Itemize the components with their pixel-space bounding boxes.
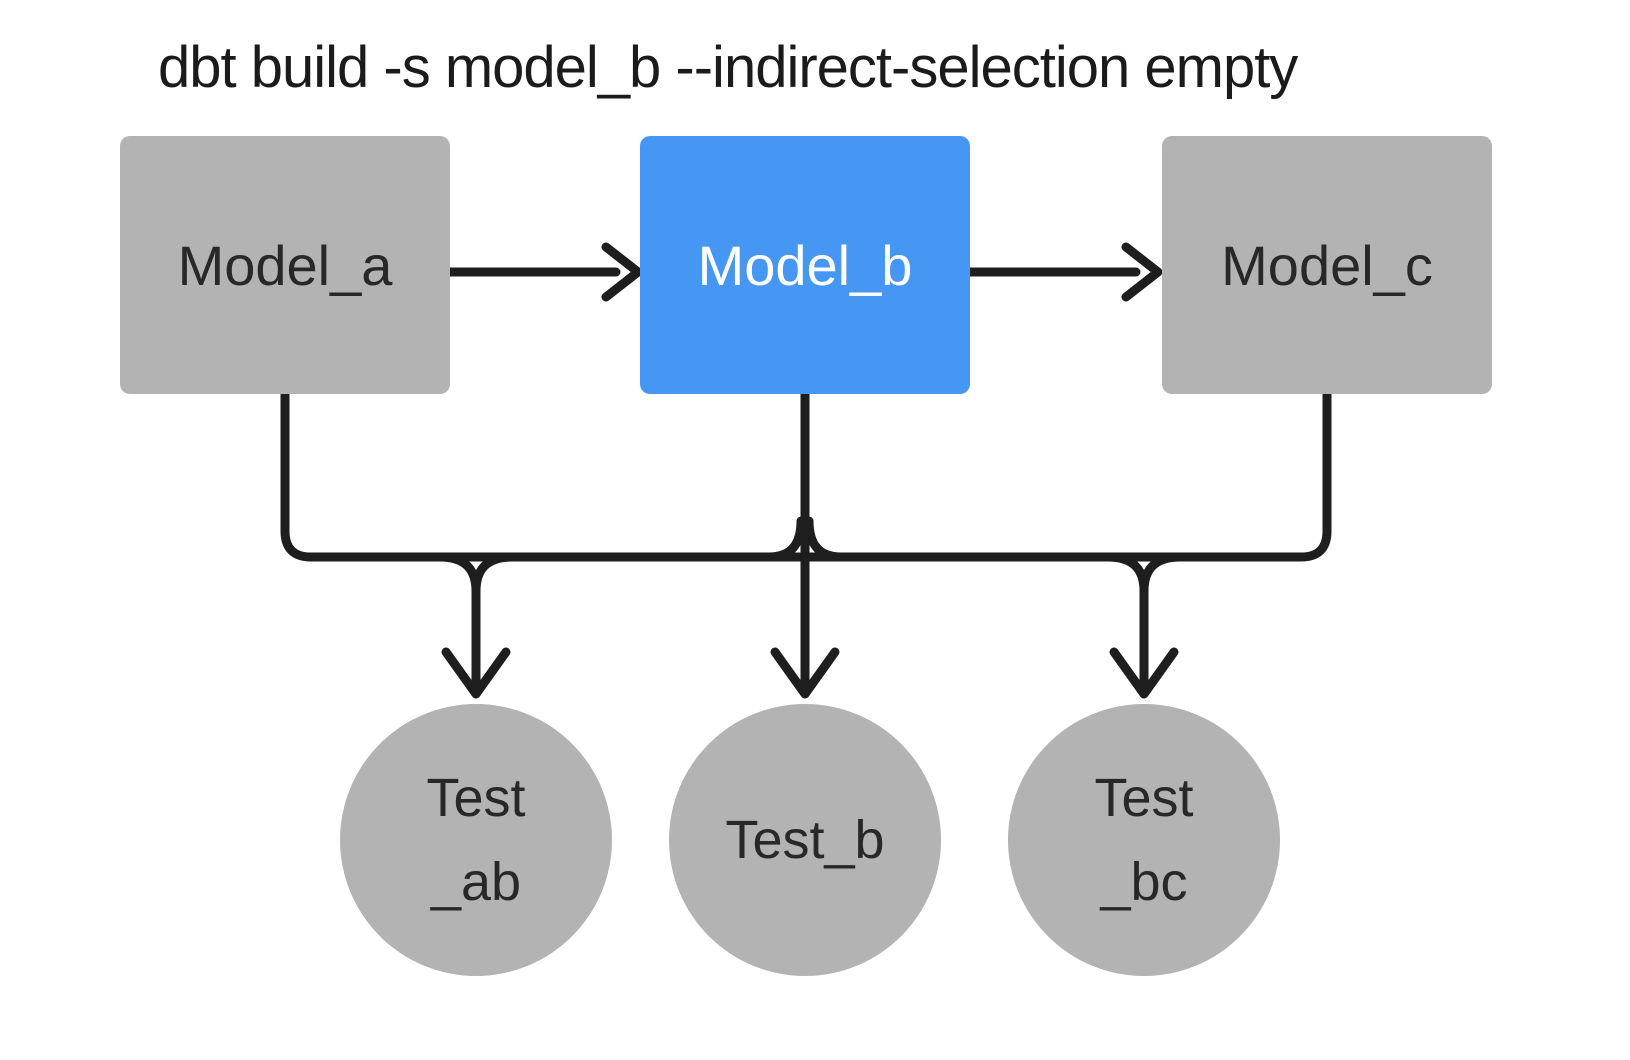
node-model-c-label: Model_c <box>1221 233 1433 297</box>
node-test-b: Test_b <box>669 704 941 976</box>
node-test-bc: Test _bc <box>1008 704 1280 976</box>
edge-model-a-to-model-b <box>445 242 643 302</box>
node-test-ab-label-line1: Test <box>426 768 526 828</box>
node-test-ab: Test _ab <box>340 704 612 976</box>
diagram-title: dbt build -s model_b --indirect-selectio… <box>158 35 1298 100</box>
edge-drop-to-test-ab <box>435 552 517 699</box>
node-test-bc-label: Test _bc <box>1094 756 1193 924</box>
node-model-b-label: Model_b <box>697 233 913 297</box>
node-model-a-label: Model_a <box>177 233 393 297</box>
node-test-b-label: Test_b <box>725 798 884 882</box>
edge-drop-to-test-bc <box>1103 552 1185 699</box>
node-model-b: Model_b <box>640 136 970 394</box>
node-model-c: Model_c <box>1162 136 1492 394</box>
node-test-b-label-line1: Test_b <box>725 810 885 870</box>
node-model-a: Model_a <box>120 136 450 394</box>
node-test-bc-label-line2: _bc <box>1100 852 1188 912</box>
node-test-ab-label: Test _ab <box>426 756 525 924</box>
edge-model-b-to-test-b <box>764 388 846 699</box>
edge-model-b-to-model-c <box>965 242 1163 302</box>
node-test-ab-label-line2: _ab <box>430 852 522 912</box>
node-test-bc-label-line1: Test <box>1094 768 1194 828</box>
